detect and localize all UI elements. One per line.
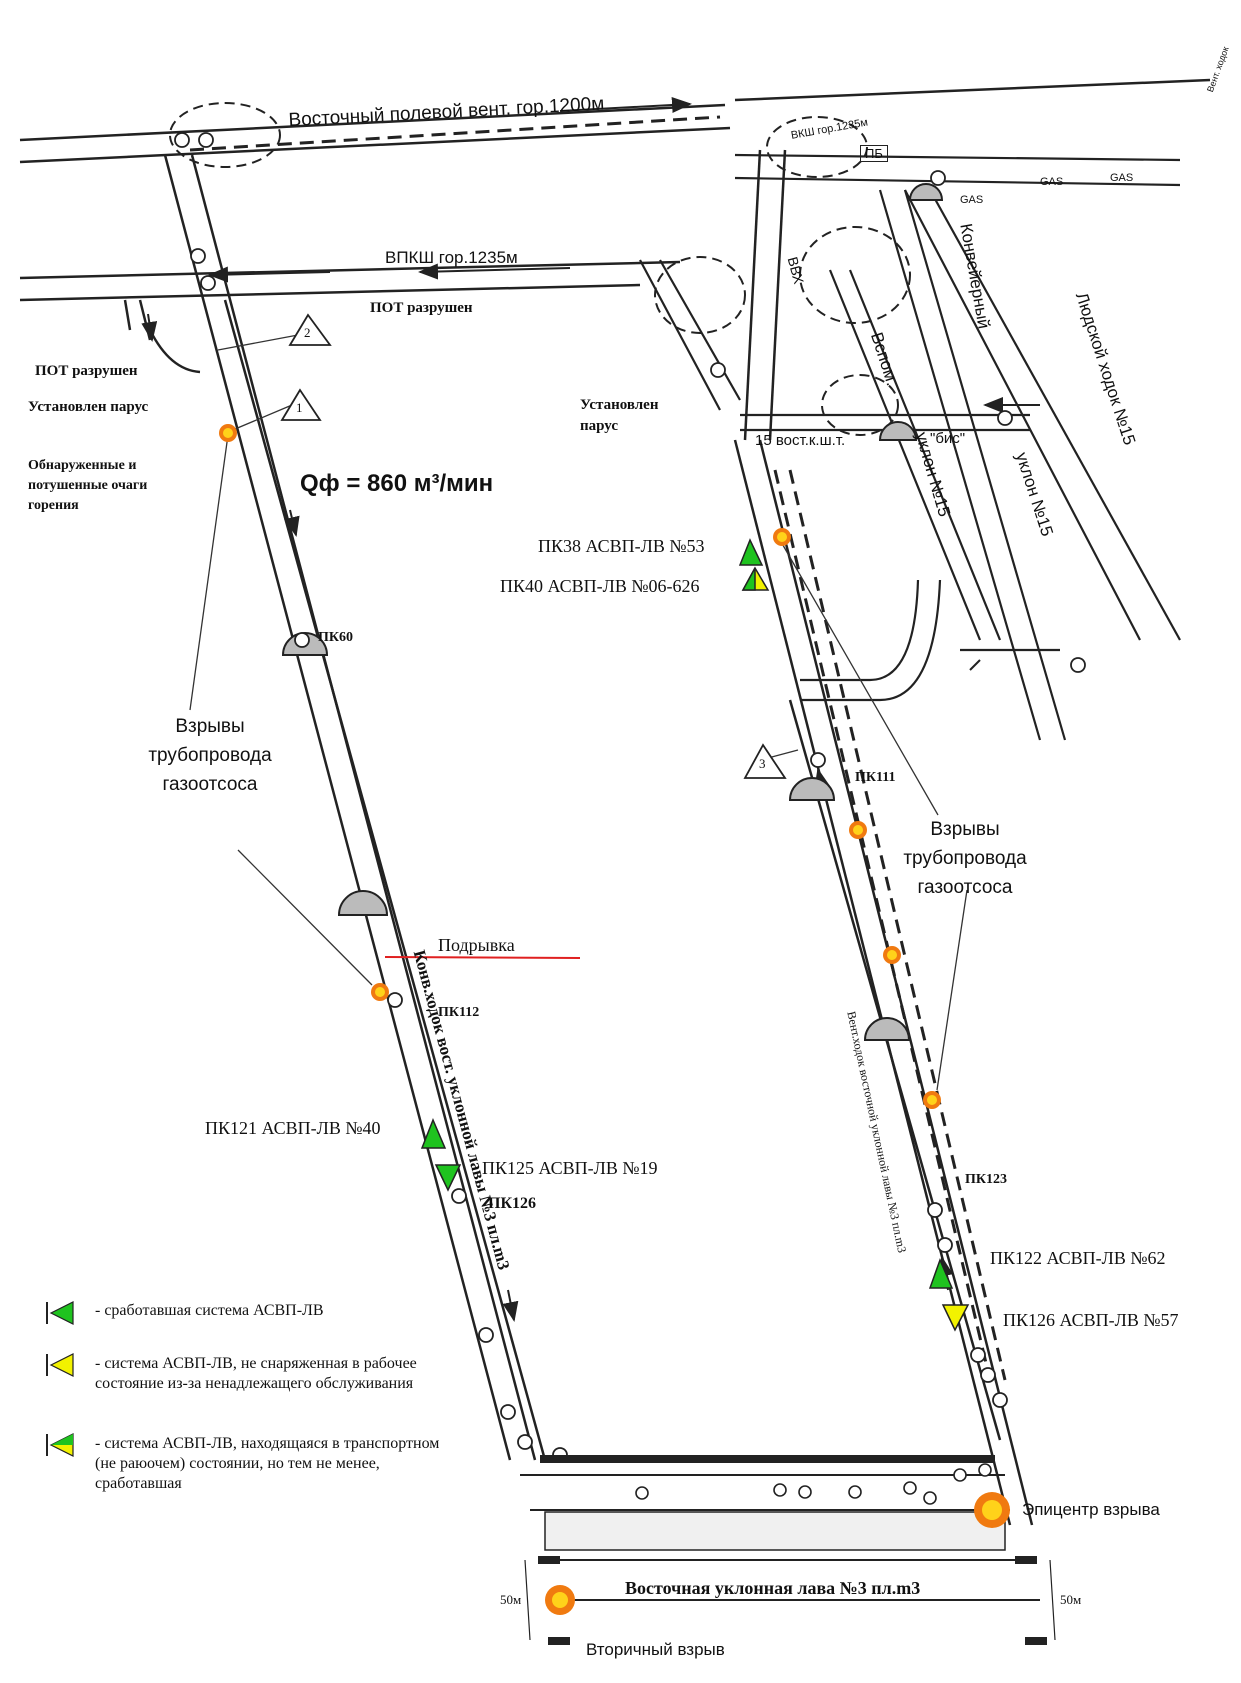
legend-text: - система АСВП-ЛВ, находящаяся в транспо… <box>95 1435 440 1492</box>
distance-bars <box>538 1556 1047 1645</box>
left-drift-walls <box>163 154 547 1461</box>
marker-3-label: 3 <box>759 756 766 771</box>
vpksh-label: ВПКШ гор.1235м <box>385 248 518 267</box>
junction-oval <box>766 116 868 178</box>
dimension-line <box>524 1559 531 1641</box>
flow-arrow <box>141 313 158 342</box>
junction-oval <box>799 226 911 324</box>
explosions <box>219 424 1010 1615</box>
secondary-label: Вторичный взрыв <box>586 1640 725 1659</box>
vost15-label: 15 вост.к.ш.т. <box>755 432 846 449</box>
lava-supports <box>635 1463 992 1505</box>
pb-label: ПБ <box>860 145 888 162</box>
sail-left-label: Установлен парус <box>28 399 149 415</box>
fires-label: Обнаруженные и потушенные очаги горения <box>28 458 148 513</box>
asvp-pk122: ПК122 АСВП-ЛВ №62 <box>990 1248 1166 1268</box>
fan-right <box>788 183 944 1041</box>
pot1-label: ПОТ разрушен <box>35 363 138 379</box>
pk112-label: ПК112 <box>438 1005 480 1020</box>
right-upper-drifts <box>639 153 1181 741</box>
bis-label: "бис" <box>930 430 966 447</box>
flow-arrow <box>284 509 300 537</box>
leader-lines <box>189 334 968 1091</box>
dist-left-label: 50м <box>500 1592 522 1607</box>
marker-2-label: 2 <box>304 325 311 340</box>
marker-1-label: 1 <box>296 400 303 415</box>
sail-right-label-2: парус <box>580 418 618 434</box>
legend-text: - сработавшая система АСВП-ЛВ <box>95 1302 324 1319</box>
podryvka-label: Подрывка <box>438 935 515 955</box>
vpksh-drift <box>19 260 681 302</box>
junction-oval <box>169 102 281 168</box>
gas-label-3: GAS <box>1110 172 1134 184</box>
podryvka-line <box>384 956 581 959</box>
asvp-pk125: ПК125 АСВП-ЛВ №19 <box>482 1158 658 1178</box>
fan-left <box>281 632 389 916</box>
pk123-label: ПК123 <box>965 1172 1008 1187</box>
explosions-left-label: Взрывы трубопровода газоотсоса <box>148 716 272 795</box>
flow-arrow <box>559 96 692 113</box>
epicenter-label: Эпицентр взрыва <box>1022 1500 1160 1519</box>
pump-circles-left <box>174 132 568 1463</box>
flow-arrow <box>418 263 571 280</box>
dimension-line <box>1049 1559 1056 1641</box>
green-yellow-triangle-icon <box>46 1433 74 1457</box>
gas-label-1: GAS <box>960 194 984 206</box>
pump-circles-right <box>710 170 1086 1408</box>
dist-right-label: 50м <box>1060 1592 1082 1607</box>
pot2-label: ПОТ разрушен <box>370 300 473 316</box>
junction-oval <box>654 256 746 334</box>
pk111-label: ПК111 <box>855 770 896 785</box>
left-branch <box>123 299 201 374</box>
flow-label: Qф = 860 м³/мин <box>300 470 494 497</box>
legend-text: - система АСВП-ЛВ, не снаряженная в рабо… <box>95 1355 417 1392</box>
asvp-markers <box>420 538 970 1332</box>
asvp-pk38: ПК38 АСВП-ЛВ №53 <box>538 536 705 556</box>
asvp-pk40: ПК40 АСВП-ЛВ №06-626 <box>500 576 700 596</box>
right-drift-walls <box>733 149 1034 1526</box>
junction-oval <box>821 374 899 436</box>
sail-right-label-1: Установлен <box>580 397 659 413</box>
explosions-right-label: Взрывы трубопровода газоотсоса <box>903 819 1027 898</box>
pk60-label: ПК60 <box>318 630 354 645</box>
flow-arrow <box>502 1289 519 1322</box>
right-drift-pipe <box>773 469 1007 1381</box>
flow-arrow <box>969 659 981 671</box>
pk126-label: ПК126 <box>488 1195 537 1212</box>
marker-triangles <box>280 313 787 779</box>
yellow-triangle-icon <box>46 1353 74 1377</box>
lava-label: Восточная уклонная лава №3 пл.m3 <box>625 1578 921 1598</box>
asvp-pk121: ПК121 АСВП-ЛВ №40 <box>205 1118 381 1138</box>
east-field-vent-drift <box>19 78 1211 164</box>
asvp-pk126: ПК126 АСВП-ЛВ №57 <box>1003 1310 1179 1330</box>
green-triangle-icon <box>46 1301 74 1325</box>
flow-arrow <box>208 266 331 283</box>
lava-face <box>520 1455 1040 1601</box>
gas-label-2: GAS <box>1040 176 1064 188</box>
